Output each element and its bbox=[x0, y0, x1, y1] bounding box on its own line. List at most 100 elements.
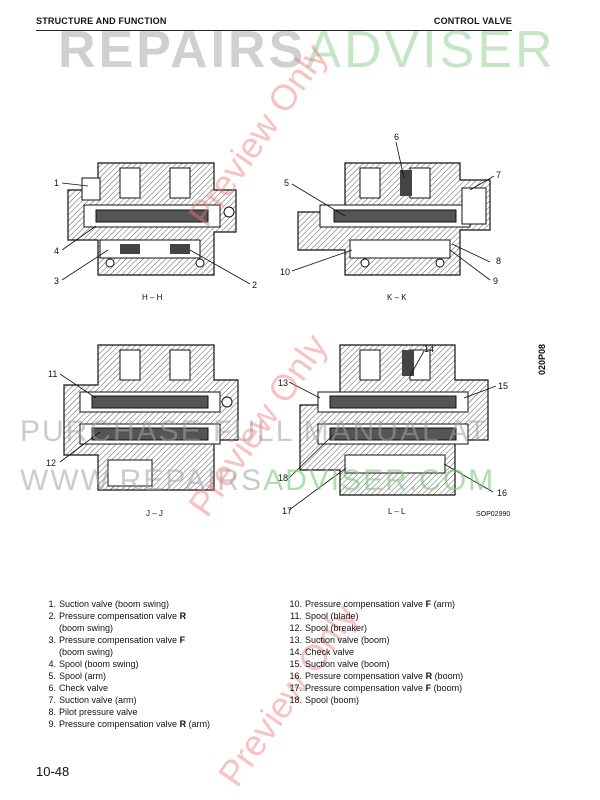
callout-label: 17 bbox=[282, 506, 292, 516]
legend-item: 13.Suction valve (boom) bbox=[286, 634, 463, 646]
section-h-h bbox=[67, 162, 237, 276]
legend-item-text: Check valve bbox=[59, 683, 109, 693]
legend-item-text: Pressure compensation valve bbox=[305, 599, 426, 609]
legend-item: 3.Pressure compensation valve F bbox=[40, 634, 210, 646]
legend-item: 1.Suction valve (boom swing) bbox=[40, 598, 210, 610]
section-l-l bbox=[299, 344, 489, 496]
section-title: STRUCTURE AND FUNCTION bbox=[36, 16, 167, 26]
legend-item-number: 16. bbox=[289, 671, 302, 681]
callout-label: 3 bbox=[54, 276, 59, 286]
legend-item-text: (boom swing) bbox=[59, 623, 114, 633]
legend-item: 7.Suction valve (arm) bbox=[40, 694, 210, 706]
callout-label: 1 bbox=[54, 178, 59, 188]
section-k-k bbox=[297, 162, 491, 276]
legend-item-number: 8. bbox=[48, 707, 56, 717]
callout-label: 9 bbox=[493, 276, 498, 286]
legend-item-text: (boom swing) bbox=[59, 647, 114, 657]
legend-item-variant: F bbox=[425, 599, 432, 609]
legend-item-number: 15. bbox=[289, 659, 302, 669]
legend-item-number: 6. bbox=[48, 683, 56, 693]
legend-item-text: Spool (breaker) bbox=[305, 623, 368, 633]
legend-item: 5.Spool (arm) bbox=[40, 670, 210, 682]
legend-item: 14.Check valve bbox=[286, 646, 463, 658]
legend-item-number: 4. bbox=[48, 659, 56, 669]
legend-item-text: Spool (boom) bbox=[305, 695, 360, 705]
legend-item-text: Suction valve (boom) bbox=[305, 635, 390, 645]
legend-item-text: Spool (arm) bbox=[59, 671, 107, 681]
legend-item-text: Suction valve (boom) bbox=[305, 659, 390, 669]
legend-item-text: Pressure compensation valve bbox=[305, 671, 426, 681]
legend-item-text: Spool (blade) bbox=[305, 611, 359, 621]
legend-item: 8.Pilot pressure valve bbox=[40, 706, 210, 718]
callout-label: 5 bbox=[284, 178, 289, 188]
legend-item-text: Spool (boom swing) bbox=[59, 659, 139, 669]
legend-item-variant: R bbox=[179, 611, 187, 621]
legend-item-variant: F bbox=[425, 683, 432, 693]
legend-right: 10.Pressure compensation valve F (arm)11… bbox=[286, 598, 463, 706]
section-label: K – K bbox=[387, 293, 407, 302]
legend-item-number: 13. bbox=[289, 635, 302, 645]
legend-item-number: 12. bbox=[289, 623, 302, 633]
legend-item-number: 2. bbox=[48, 611, 56, 621]
callout-label: 6 bbox=[394, 132, 399, 142]
figure-side-code: 020P08 bbox=[537, 343, 547, 375]
callout-label: 15 bbox=[498, 381, 508, 391]
legend-item: 4.Spool (boom swing) bbox=[40, 658, 210, 670]
legend-item: 9.Pressure compensation valve R (arm) bbox=[40, 718, 210, 730]
legend-item-text: Pilot pressure valve bbox=[59, 707, 138, 717]
legend-item-variant: R bbox=[179, 719, 187, 729]
callout-label: 13 bbox=[278, 378, 288, 388]
page-header: STRUCTURE AND FUNCTION CONTROL VALVE bbox=[36, 14, 512, 31]
legend-item-number: 7. bbox=[48, 695, 56, 705]
callout-label: 2 bbox=[252, 280, 257, 290]
callout-label: 7 bbox=[496, 170, 501, 180]
legend-item-variant: R bbox=[425, 671, 433, 681]
section-labels: H – H K – K J – J L – L bbox=[142, 293, 407, 518]
legend-item-text: Check valve bbox=[305, 647, 355, 657]
callout-label: 12 bbox=[46, 458, 56, 468]
watermark-logo: REPAIRSADVISER bbox=[58, 21, 556, 79]
legend-item: 18.Spool (boom) bbox=[286, 694, 463, 706]
legend-item-number: 9. bbox=[48, 719, 56, 729]
legend-item: 6.Check valve bbox=[40, 682, 210, 694]
legend-item-number: 17. bbox=[289, 683, 302, 693]
section-j-j bbox=[63, 344, 239, 491]
callout-label: 16 bbox=[497, 488, 507, 498]
legend-item-suffix: (arm) bbox=[186, 719, 211, 729]
legend-item: 2.Pressure compensation valve R bbox=[40, 610, 210, 622]
callout-numbers: 1 2 3 4 5 6 7 8 9 10 11 12 13 14 15 16 1… bbox=[46, 132, 508, 516]
legend-item-text: Suction valve (arm) bbox=[59, 695, 137, 705]
legend-item: 17.Pressure compensation valve F (boom) bbox=[286, 682, 463, 694]
legend-item-suffix: (boom) bbox=[431, 683, 463, 693]
legend-item-text: Pressure compensation valve bbox=[59, 719, 180, 729]
legend-item-variant: F bbox=[179, 635, 186, 645]
callout-label: 11 bbox=[48, 369, 57, 379]
legend-item: 11.Spool (blade) bbox=[286, 610, 463, 622]
legend-item-number: 1. bbox=[48, 599, 56, 609]
legend-item: (boom swing) bbox=[40, 646, 210, 658]
section-label: J – J bbox=[146, 509, 163, 518]
legend-item: 10.Pressure compensation valve F (arm) bbox=[286, 598, 463, 610]
legend-item-text: Pressure compensation valve bbox=[59, 611, 180, 621]
callout-label: 14 bbox=[424, 344, 434, 354]
legend-item: 16.Pressure compensation valve R (boom) bbox=[286, 670, 463, 682]
legend-item-number: 18. bbox=[289, 695, 302, 705]
figure-ref-code: SOP02990 bbox=[476, 511, 511, 518]
legend-item-text: Pressure compensation valve bbox=[59, 635, 180, 645]
section-label: L – L bbox=[388, 507, 406, 516]
legend-item-number: 3. bbox=[48, 635, 56, 645]
legend-item: 12.Spool (breaker) bbox=[286, 622, 463, 634]
legend-item-suffix: (boom) bbox=[432, 671, 464, 681]
legend-left: 1.Suction valve (boom swing)2.Pressure c… bbox=[40, 598, 210, 730]
callout-label: 10 bbox=[280, 267, 290, 277]
callout-label: 18 bbox=[278, 473, 288, 483]
chapter-title: CONTROL VALVE bbox=[433, 16, 512, 26]
legend-item-text: Suction valve (boom swing) bbox=[59, 599, 170, 609]
legend-item: 15.Suction valve (boom) bbox=[286, 658, 463, 670]
legend-item-text: Pressure compensation valve bbox=[305, 683, 426, 693]
page-number: 10-48 bbox=[36, 764, 70, 779]
callout-label: 4 bbox=[54, 246, 59, 256]
watermark-purchase-text: PURCHASE FULL MANUAL AT bbox=[20, 415, 489, 448]
legend-item-suffix: (arm) bbox=[431, 599, 456, 609]
section-label: H – H bbox=[142, 293, 163, 302]
